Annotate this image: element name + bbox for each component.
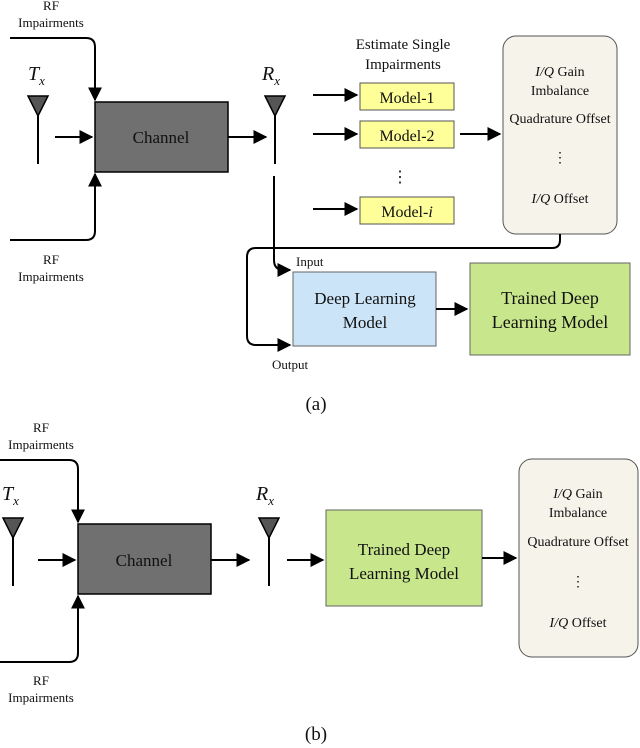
caption-b: (b) <box>305 724 327 745</box>
model-i-box <box>359 196 455 225</box>
feedback-output-arrow <box>246 234 561 352</box>
deep-learning-box <box>292 271 437 347</box>
rf-bottom-line1-b: RF <box>33 673 49 688</box>
rf-top-arrow-b <box>0 459 85 524</box>
rf-top-line1-a: RF <box>43 0 59 13</box>
tx-label-b: Tx <box>2 483 19 508</box>
estimate-title-line1: Estimate Single <box>356 37 451 53</box>
model-1-box <box>359 82 455 111</box>
deep-learning-line1: Deep Learning <box>314 289 416 308</box>
rf-bottom-line2-b: Impairments <box>8 690 74 705</box>
impairment-a-0: I/Q Gain <box>534 65 584 80</box>
channel-box-b <box>77 523 212 595</box>
tx-label-a: Tx <box>28 63 45 88</box>
impairment-b-1: Imbalance <box>549 506 607 521</box>
rf-bottom-line2-a: Impairments <box>18 269 84 284</box>
trained-model-a-line1: Trained Deep <box>501 288 599 308</box>
impairment-panel-b <box>518 458 639 658</box>
model-i-label: Model-i <box>381 204 433 221</box>
impairment-b-3: ⋮ <box>571 575 585 590</box>
channel-box-a <box>94 101 229 173</box>
impairment-a-2: Quadrature Offset <box>509 112 610 127</box>
channel-label-a: Channel <box>133 128 190 147</box>
model-2-label: Model-2 <box>379 128 434 145</box>
rx-antenna-icon-a <box>263 95 287 164</box>
impairment-b-2: Quadrature Offset <box>527 535 628 550</box>
rf-bottom-arrow-b <box>0 594 85 663</box>
input-label: Input <box>296 254 324 269</box>
rx-label-b: Rx <box>255 483 274 508</box>
rx-antenna-icon-b <box>257 517 281 586</box>
impairment-a-4: I/Q Offset <box>531 192 589 207</box>
impairment-b-4: I/Q Offset <box>549 616 607 631</box>
rf-top-line2-a: Impairments <box>18 15 84 30</box>
rf-bottom-line1-a: RF <box>43 252 59 267</box>
tx-antenna-icon-b <box>1 517 25 586</box>
trained-model-box-a <box>469 262 631 356</box>
channel-label-b: Channel <box>116 551 173 570</box>
rx-input-arrow <box>273 176 292 277</box>
trained-model-b-line2: Learning Model <box>349 564 459 583</box>
rf-top-line2-b: Impairments <box>8 437 74 452</box>
model-1-label: Model-1 <box>379 90 434 107</box>
estimate-title-line2: Impairments <box>365 57 441 73</box>
trained-model-b-line1: Trained Deep <box>358 540 450 559</box>
impairment-a-1: Imbalance <box>531 84 589 99</box>
diagram-b: RF Impairments Tx Channel RF Impairments… <box>0 420 639 745</box>
impairment-a-3: ⋮ <box>553 151 567 166</box>
rf-bottom-arrow-a <box>10 172 102 241</box>
rf-top-arrow-a <box>10 37 102 102</box>
caption-a: (a) <box>305 394 326 415</box>
model-2-box <box>359 120 455 149</box>
diagram-a: RF Impairments Tx Channel RF Impairments… <box>10 0 631 415</box>
rf-top-line1-b: RF <box>33 420 49 435</box>
models-dots: ⋮ <box>392 169 408 186</box>
tx-antenna-icon-a <box>26 95 50 164</box>
output-label: Output <box>272 357 309 372</box>
deep-learning-line2: Model <box>343 313 388 332</box>
impairment-b-0: I/Q Gain <box>552 487 602 502</box>
trained-model-a-line2: Learning Model <box>492 312 608 332</box>
rx-label-a: Rx <box>261 63 280 88</box>
trained-model-box-b <box>325 509 483 607</box>
